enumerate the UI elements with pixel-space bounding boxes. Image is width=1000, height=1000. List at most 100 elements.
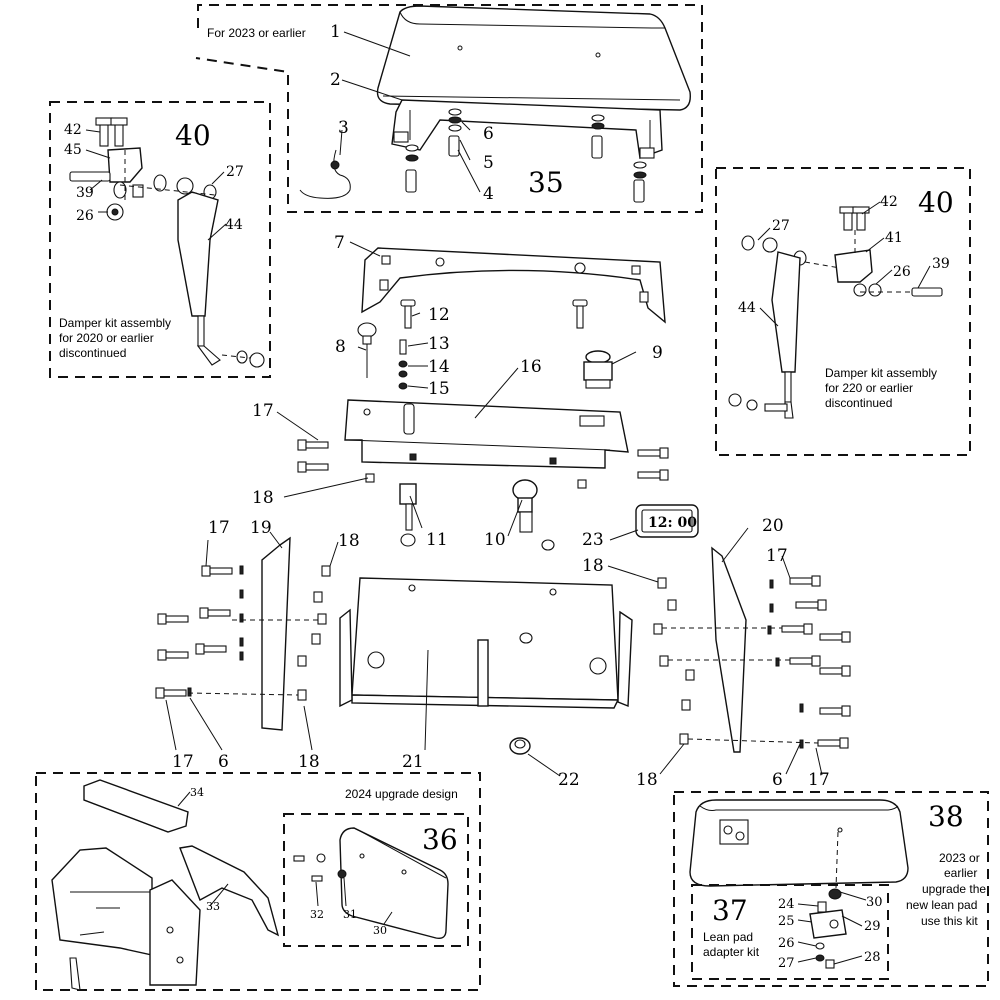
part-17-bolts-housing-left <box>297 439 375 483</box>
callout-r44: 44 <box>738 300 756 316</box>
part-12-bolts <box>400 299 588 329</box>
part-22-nut <box>509 737 531 755</box>
callout-l26: 26 <box>76 208 94 224</box>
part-1-seat-cushion <box>376 5 691 111</box>
right-note-1: 2023 or <box>939 851 980 865</box>
callout-19: 19 <box>250 518 272 538</box>
group-label-40-right: 40 <box>918 186 954 219</box>
callout-30-adapter: 30 <box>866 895 883 910</box>
right-note-2: earlier <box>944 866 977 880</box>
callout-r41: 41 <box>885 230 903 246</box>
callout-14: 14 <box>428 357 450 377</box>
group-36-box <box>283 813 469 947</box>
group-label-38: 38 <box>928 800 964 833</box>
group-40-right-box <box>715 167 971 456</box>
callout-18-bottom-left: 18 <box>298 752 320 772</box>
group-label-36: 36 <box>422 823 458 856</box>
group-label-37: 37 <box>712 894 748 927</box>
callout-9: 9 <box>652 343 663 363</box>
damper-right-note-3: discontinued <box>825 396 892 410</box>
callout-12: 12 <box>428 305 450 325</box>
callout-r26: 26 <box>893 264 911 280</box>
right-note-3: upgrade the <box>922 882 986 896</box>
part-20-side-plate-right <box>711 546 747 753</box>
callout-l42: 42 <box>64 122 82 138</box>
callout-7: 7 <box>334 233 345 253</box>
callout-26-adapter: 26 <box>778 936 795 951</box>
callout-18-top: 18 <box>252 488 274 508</box>
callout-23: 23 <box>582 530 604 550</box>
damper-right-note-2: for 220 or earlier <box>825 381 913 395</box>
group-35-box <box>195 4 703 213</box>
group-40-left-box <box>49 101 271 378</box>
part-9-switch <box>583 350 613 389</box>
right-damper-parts <box>728 206 943 419</box>
callout-18-left: 18 <box>338 531 360 551</box>
callout-20: 20 <box>762 516 784 536</box>
callout-34: 34 <box>190 786 204 799</box>
part-11-lock <box>399 483 417 547</box>
callout-17-right: 17 <box>766 546 788 566</box>
part-3-cable-clip <box>330 160 340 170</box>
callout-4: 4 <box>483 184 494 204</box>
callout-l44: 44 <box>225 217 243 233</box>
parts-31-32-fasteners <box>293 853 347 882</box>
right-note-4: new lean pad <box>906 898 977 912</box>
damper-left-note-2: for 2020 or earlier <box>59 331 154 345</box>
callout-15: 15 <box>428 379 450 399</box>
callout-1: 1 <box>330 22 341 42</box>
part-16-housing <box>344 399 629 469</box>
callout-22: 22 <box>558 770 580 790</box>
callout-17-top: 17 <box>252 401 274 421</box>
display-readout: 12: 00 <box>648 515 697 531</box>
callout-10: 10 <box>484 530 506 550</box>
callout-r27: 27 <box>772 218 790 234</box>
part-19-side-plate-left <box>261 536 291 731</box>
callout-21: 21 <box>402 752 424 772</box>
callout-18-right: 18 <box>582 556 604 576</box>
callout-28: 28 <box>864 950 881 965</box>
damper-left-note-3: discontinued <box>59 346 126 360</box>
callout-32: 32 <box>310 908 324 921</box>
callout-l27: 27 <box>226 164 244 180</box>
part-3-cable <box>299 149 351 199</box>
lean-pad-adapter-parts <box>809 831 847 969</box>
part-33-frame <box>51 845 280 991</box>
group-label-40-left: 40 <box>175 119 211 152</box>
callout-3: 3 <box>338 118 349 138</box>
callout-17-bottom-left: 17 <box>172 752 194 772</box>
note-for-2023: For 2023 or earlier <box>207 26 306 40</box>
part-23-display <box>635 504 699 538</box>
upgrade-2024-label: 2024 upgrade design <box>345 787 458 801</box>
callout-2: 2 <box>330 70 341 90</box>
callout-8: 8 <box>335 337 346 357</box>
parts-4-5-6-fasteners <box>405 108 647 203</box>
callout-17-bottom-right: 17 <box>808 770 830 790</box>
part-7-mount-plate <box>361 247 666 324</box>
callout-r39: 39 <box>932 256 950 272</box>
part-30-lean-pad-new <box>339 827 449 940</box>
part-2-seat-bracket <box>391 99 663 159</box>
callout-13: 13 <box>428 334 450 354</box>
callout-6-bottom-right: 6 <box>772 770 783 790</box>
callout-11: 11 <box>426 530 448 550</box>
group-label-35: 35 <box>528 166 564 199</box>
callout-16: 16 <box>520 357 542 377</box>
callout-l39: 39 <box>76 185 94 201</box>
callout-6: 6 <box>483 124 494 144</box>
upgrade-2024-box <box>35 772 481 991</box>
part-8-pin <box>357 322 377 378</box>
callout-24: 24 <box>778 897 795 912</box>
right-note-5: use this kit <box>921 914 978 928</box>
callout-6-bottom-left: 6 <box>218 752 229 772</box>
callout-31: 31 <box>343 908 357 921</box>
callout-18-bottom-right: 18 <box>636 770 658 790</box>
callout-29: 29 <box>864 919 881 934</box>
damper-left-note-1: Damper kit assembly <box>59 316 171 330</box>
callout-l45: 45 <box>64 142 82 158</box>
callout-r42: 42 <box>880 194 898 210</box>
callout-30-upgrade: 30 <box>373 924 387 937</box>
callout-5: 5 <box>483 153 494 173</box>
